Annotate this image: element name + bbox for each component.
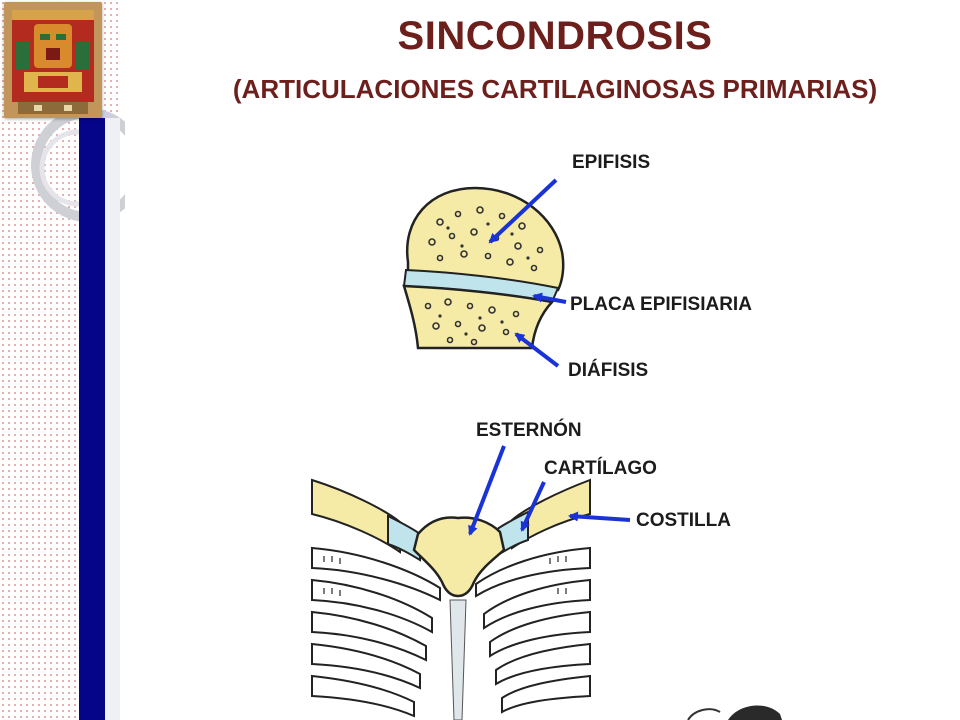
label-placa-epifisiaria: PLACA EPIFISIARIA	[570, 294, 752, 315]
slide-title: SINCONDROSIS	[397, 14, 713, 58]
arrow-epifisis	[488, 178, 558, 244]
left-blue-bar	[79, 118, 105, 720]
bone-head-illustration	[402, 186, 565, 350]
sincondrosis-diagram: EPIFISIS PLACA EPIFISIARIA DIÁFISIS	[311, 152, 782, 720]
diaphysis-shape	[402, 284, 555, 350]
slide-subtitle: (ARTICULACIONES CARTILAGINOSAS PRIMARIAS…	[232, 74, 878, 104]
arrow-placa-epifisiaria	[532, 292, 567, 304]
sternum-ribs-illustration	[311, 478, 591, 720]
label-esternon: ESTERNÓN	[476, 419, 582, 441]
label-cartilago: CARTÍLAGO	[544, 457, 657, 479]
label-epifisis: EPIFISIS	[572, 152, 650, 173]
rib-left-top	[311, 478, 401, 554]
sternum	[412, 516, 506, 598]
left-light-stripe	[105, 118, 120, 720]
epiphysis-shape	[405, 186, 565, 292]
cartilage-left	[387, 514, 421, 562]
arrow-costilla	[568, 511, 631, 522]
sternal-gap	[449, 599, 467, 720]
arrow-diafisis	[514, 332, 560, 368]
university-logo	[4, 2, 102, 118]
arrow-cartilago	[520, 481, 546, 532]
label-costilla: COSTILLA	[636, 510, 731, 531]
label-diafisis: DIÁFISIS	[568, 359, 648, 381]
arrow-esternon	[468, 445, 506, 536]
small-bone-figure	[687, 705, 782, 720]
